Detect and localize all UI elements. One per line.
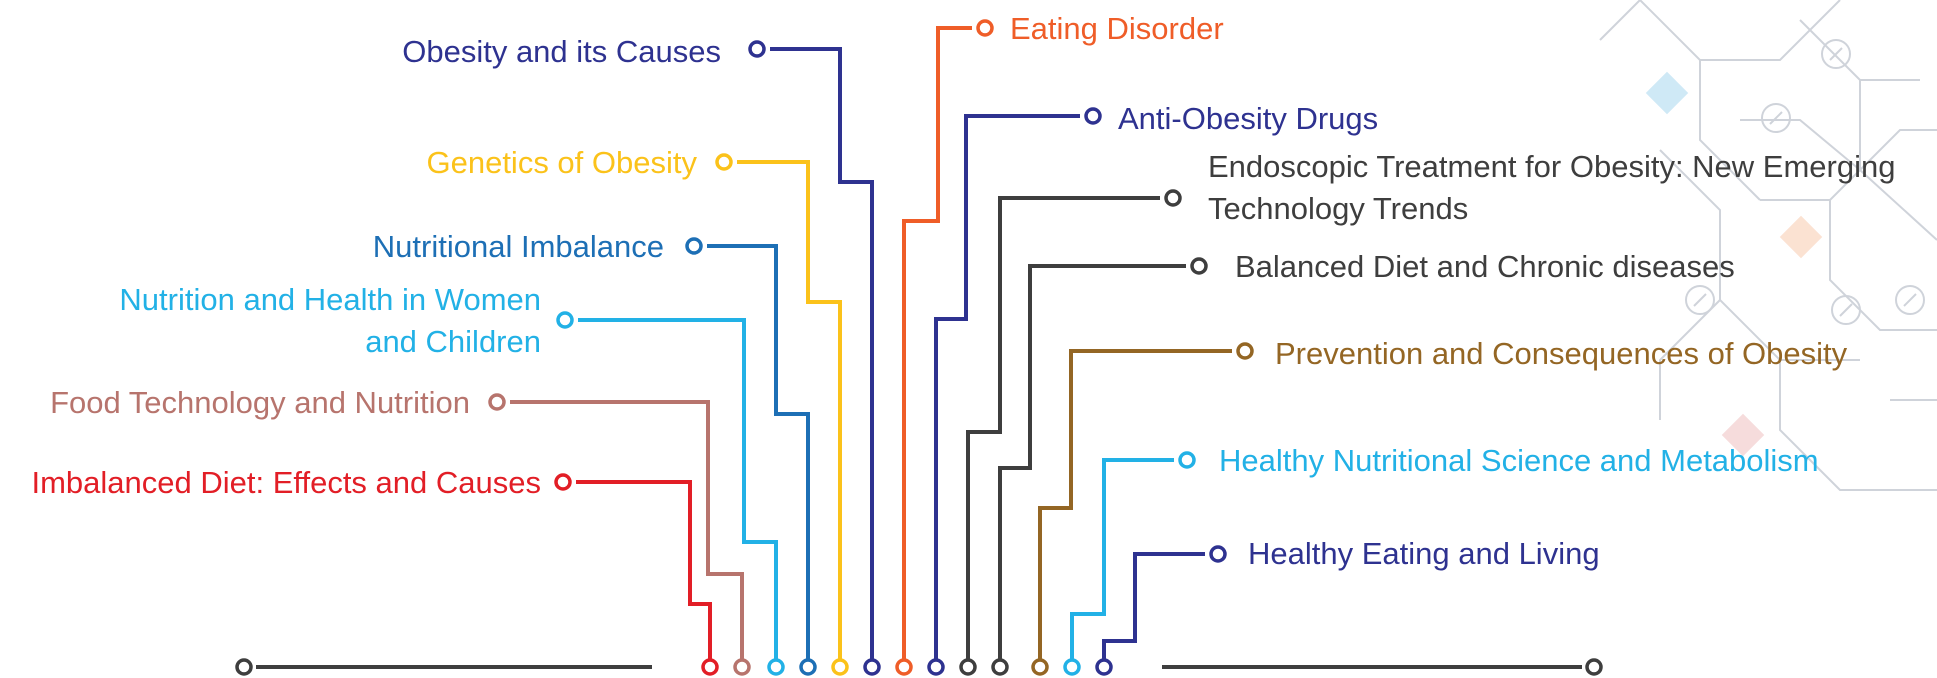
end-node-endoscopic-treatment: [1164, 189, 1182, 207]
connector-wire-endoscopic-treatment: [966, 196, 1160, 660]
topic-label-line: Balanced Diet and Chronic diseases: [1235, 249, 1735, 284]
end-node-prevention-consequences: [1236, 342, 1254, 360]
topic-label-healthy-nutritional-science[interactable]: Healthy Nutritional Science and Metaboli…: [1219, 443, 1819, 478]
topic-label-line: Nutritional Imbalance: [373, 229, 664, 264]
end-node-food-technology: [488, 393, 506, 411]
topic-label-imbalanced-diet[interactable]: Imbalanced Diet: Effects and Causes: [32, 465, 542, 500]
topic-label-line: Prevention and Consequences of Obesity: [1275, 336, 1848, 371]
circuit-trace: [1740, 119, 1861, 171]
end-node-healthy-eating: [1209, 545, 1227, 563]
end-node-eating-disorder: [976, 19, 994, 37]
connector-wire-nutritional-imbalance: [707, 244, 810, 660]
topic-label-line: Food Technology and Nutrition: [50, 385, 470, 420]
circuit-ring-mark: [1829, 47, 1843, 61]
accent-diamond: [1721, 413, 1765, 457]
bottom-node-prevention-consequences: [1031, 658, 1049, 676]
topic-label-line: and Children: [365, 324, 541, 359]
end-node-healthy-nutritional-science: [1178, 451, 1196, 469]
circuit-ring-mark: [1839, 303, 1853, 317]
topic-label-obesity-and-causes[interactable]: Obesity and its Causes: [402, 34, 721, 69]
bottom-node-food-technology: [733, 658, 751, 676]
topic-label-nutrition-women-children[interactable]: Nutrition and Health in Women and Childre…: [119, 282, 541, 359]
topic-label-line: Anti-Obesity Drugs: [1118, 101, 1378, 136]
circuit-ring: [1685, 285, 1715, 315]
circuit-ring-mark: [1769, 111, 1783, 125]
end-node-obesity-and-causes: [748, 40, 766, 58]
end-node-balanced-diet: [1190, 257, 1208, 275]
connector-wire-nutrition-women-children: [578, 318, 778, 660]
circuit-trace: [1639, 0, 1761, 201]
connector-wire-healthy-eating: [1102, 552, 1205, 660]
connector-wire-prevention-consequences: [1038, 349, 1232, 660]
topic-label-line: Technology Trends: [1208, 191, 1468, 226]
topic-label-line: Endoscopic Treatment for Obesity: New Em…: [1208, 149, 1895, 184]
bottom-node-genetics-of-obesity: [831, 658, 849, 676]
connector-wire-imbalanced-diet: [576, 480, 712, 660]
bottom-node-healthy-eating: [1095, 658, 1113, 676]
circuit-ring: [1821, 39, 1851, 69]
topic-label-prevention-consequences[interactable]: Prevention and Consequences of Obesity: [1275, 336, 1848, 371]
topic-label-healthy-eating[interactable]: Healthy Eating and Living: [1248, 536, 1600, 571]
topic-label-line: Healthy Nutritional Science and Metaboli…: [1219, 443, 1819, 478]
topic-label-endoscopic-treatment[interactable]: Endoscopic Treatment for Obesity: New Em…: [1208, 149, 1895, 226]
topic-label-balanced-diet[interactable]: Balanced Diet and Chronic diseases: [1235, 249, 1735, 284]
topic-label-line: Eating Disorder: [1010, 11, 1224, 46]
connector-wire-healthy-nutritional-science: [1070, 458, 1174, 660]
bottom-node-nutrition-women-children: [767, 658, 785, 676]
topic-label-nutritional-imbalance[interactable]: Nutritional Imbalance: [373, 229, 664, 264]
end-node-genetics-of-obesity: [715, 153, 733, 171]
bottom-node-obesity-and-causes: [863, 658, 881, 676]
baseline-node-right: [1585, 658, 1603, 676]
circuit-ring: [1831, 295, 1861, 325]
baseline: [235, 658, 1603, 676]
connector-wire-balanced-diet: [998, 264, 1186, 660]
bottom-node-nutritional-imbalance: [799, 658, 817, 676]
connector-wire-genetics-of-obesity: [737, 160, 842, 660]
connector-wire-obesity-and-causes: [770, 47, 874, 660]
circuit-trace: [1829, 200, 1937, 331]
circuit-ring: [1895, 285, 1925, 315]
topic-label-line: Imbalanced Diet: Effects and Causes: [32, 465, 542, 500]
end-node-nutrition-women-children: [556, 311, 574, 329]
circuit-trace: [1779, 360, 1937, 491]
topic-label-eating-disorder[interactable]: Eating Disorder: [1010, 11, 1224, 46]
bottom-node-balanced-diet: [991, 658, 1009, 676]
bottom-node-imbalanced-diet: [701, 658, 719, 676]
circuit-trace: [1799, 19, 1920, 81]
end-node-nutritional-imbalance: [685, 237, 703, 255]
circuit-trace: [1700, 0, 1841, 61]
circuit-background-decoration: [1599, 0, 1937, 491]
topic-label-anti-obesity-drugs[interactable]: Anti-Obesity Drugs: [1118, 101, 1378, 136]
bottom-node-healthy-nutritional-science: [1063, 658, 1081, 676]
connector-wire-food-technology: [510, 400, 744, 660]
connector-wire-eating-disorder: [902, 26, 972, 660]
circuit-trace: [1760, 129, 1937, 201]
topic-label-genetics-of-obesity[interactable]: Genetics of Obesity: [426, 145, 697, 180]
end-node-imbalanced-diet: [554, 473, 572, 491]
connector-nodes: [488, 19, 1254, 676]
accent-diamond: [1779, 215, 1823, 259]
topic-label-line: Healthy Eating and Living: [1248, 536, 1600, 571]
topic-label-line: Genetics of Obesity: [426, 145, 697, 180]
circuit-trace: [1599, 0, 1641, 41]
bottom-node-anti-obesity-drugs: [927, 658, 945, 676]
connector-wires: [510, 26, 1232, 660]
end-node-anti-obesity-drugs: [1084, 107, 1102, 125]
circuit-trace: [1659, 299, 1721, 420]
topic-label-food-technology[interactable]: Food Technology and Nutrition: [50, 385, 470, 420]
baseline-node-left: [235, 658, 253, 676]
topic-labels: Imbalanced Diet: Effects and Causes Food …: [32, 11, 1896, 571]
accent-diamond: [1645, 71, 1689, 115]
topic-label-line: Obesity and its Causes: [402, 34, 721, 69]
connector-wire-anti-obesity-drugs: [934, 114, 1080, 660]
bottom-node-eating-disorder: [895, 658, 913, 676]
circuit-ring-mark: [1693, 293, 1707, 307]
circuit-ring-mark: [1903, 293, 1917, 307]
bottom-node-endoscopic-treatment: [959, 658, 977, 676]
topic-label-line: Nutrition and Health in Women: [119, 282, 541, 317]
circuit-ring: [1761, 103, 1791, 133]
